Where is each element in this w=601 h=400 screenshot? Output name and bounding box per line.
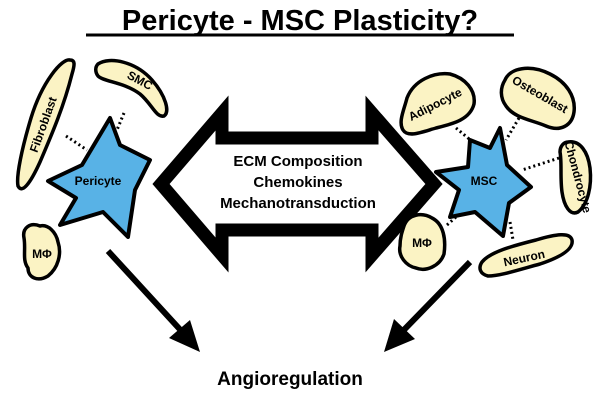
arrow-right-to-angioregulation: [384, 259, 473, 352]
diagram-title: Pericyte - MSC Plasticity?: [122, 5, 478, 37]
macrophage-left-label: MΦ: [32, 247, 52, 261]
smc-cell: SMC: [94, 58, 169, 118]
factor-mechanotransduction: Mechanotransduction: [220, 195, 376, 212]
macrophage-left-cell: MΦ: [21, 223, 62, 281]
macrophage-right-label: MΦ: [412, 236, 432, 250]
pericyte-label: Pericyte: [75, 174, 122, 188]
chondrocyte-cell: Chondrocyte: [558, 139, 594, 215]
pericyte-cell: Pericyte: [46, 116, 152, 239]
neuron-cell: Neuron: [478, 233, 574, 278]
factor-chemokines: Chemokines: [253, 174, 342, 191]
msc-label: MSC: [471, 174, 498, 188]
osteoblast-cell: Osteoblast: [499, 66, 576, 131]
arrow-left-to-angioregulation: [105, 248, 200, 352]
double-arrow: [152, 95, 443, 273]
macrophage-right-cell: MΦ: [397, 212, 447, 271]
factor-ecm-composition: ECM Composition: [233, 153, 362, 170]
fibroblast-cell: Fibroblast: [15, 58, 76, 191]
msc-cell: MSC: [434, 126, 533, 238]
adipocyte-cell: Adipocyte: [399, 71, 476, 136]
angioregulation-label: Angioregulation: [217, 369, 363, 390]
